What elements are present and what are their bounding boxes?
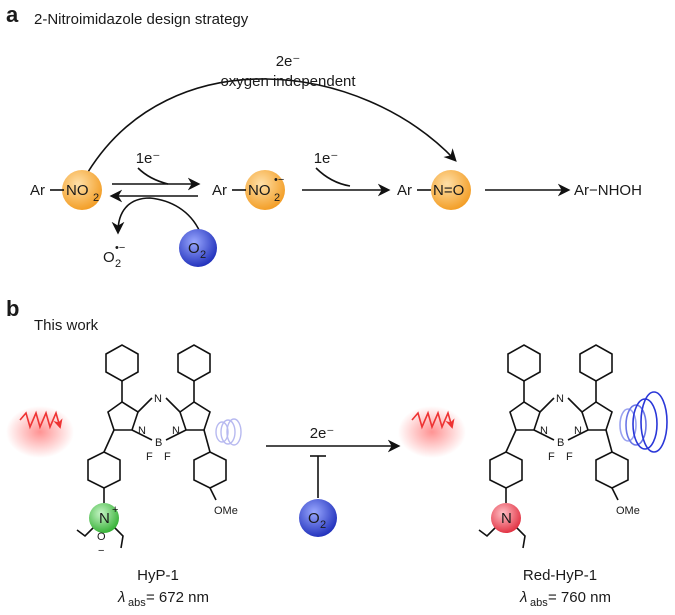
lambda-value-left: = 672 nm xyxy=(146,589,209,606)
nitroso-badge xyxy=(431,170,471,210)
lambda-value-right: = 760 nm xyxy=(548,589,611,606)
oxygen-independent-arrow xyxy=(87,78,457,173)
superoxide-sub: 2 xyxy=(115,258,121,270)
lambda-right: λ xyxy=(519,589,527,606)
phenyl-ring xyxy=(105,344,139,382)
electron-curve xyxy=(137,167,169,185)
n-oxide-n: N xyxy=(99,510,110,527)
lambda-sub-left: abs xyxy=(128,597,146,609)
aza-n-left: N xyxy=(154,393,162,405)
methoxy-right: OMe xyxy=(616,505,640,517)
oxygen-sub-b: 2 xyxy=(320,519,326,531)
excitation-light-right xyxy=(411,410,455,430)
lambda-sub-right: abs xyxy=(530,597,548,609)
panel-b-letter: b xyxy=(6,296,19,321)
strong-emission-icon xyxy=(619,391,668,453)
nitro-group: NO xyxy=(66,182,89,199)
hyp1-structure xyxy=(76,344,227,549)
oxygen-label-a: O xyxy=(188,240,200,257)
ar-label-3: Ar xyxy=(397,182,412,199)
fluorine-left-1: F xyxy=(146,451,153,463)
oxygen-badge xyxy=(179,229,217,267)
superoxide-sup: •− xyxy=(115,242,125,254)
fluorine-right-1: F xyxy=(548,451,555,463)
phenyl-ring xyxy=(87,451,121,489)
phenyl-ring xyxy=(177,344,211,382)
hyp1-name: HyP-1 xyxy=(137,567,179,584)
amine-n: N xyxy=(501,510,512,527)
pyrrole-n-right-2: N xyxy=(574,425,582,437)
nitroso-group: N=O xyxy=(433,182,464,199)
two-electron-label-b: 2e⁻ xyxy=(310,425,335,442)
excitation-glow-left xyxy=(6,406,74,458)
lambda-left: λ xyxy=(117,589,125,606)
nitro-badge xyxy=(62,170,102,210)
oxygen-curve xyxy=(111,197,201,235)
aza-n-right: N xyxy=(556,393,564,405)
two-electron-label: 2e⁻ xyxy=(276,53,301,70)
phenyl-ring xyxy=(193,451,227,489)
nitro-subscript: 2 xyxy=(93,192,99,204)
radical-badge xyxy=(245,170,285,210)
ar-label-2: Ar xyxy=(212,182,227,199)
methoxy-left: OMe xyxy=(214,505,238,517)
excitation-glow-right xyxy=(398,406,466,458)
oxygen-badge-b xyxy=(299,499,337,537)
red-hyp1-structure xyxy=(478,344,629,549)
electron-curve-2 xyxy=(315,167,351,187)
n-oxide-o: O xyxy=(97,531,106,543)
boron-left: B xyxy=(155,437,162,449)
boron-right: B xyxy=(557,437,564,449)
amine-badge xyxy=(491,503,521,533)
oxygen-sub-a: 2 xyxy=(200,249,206,261)
n-oxide-minus: − xyxy=(98,545,104,557)
panel-a-title: 2-Nitroimidazole design strategy xyxy=(34,11,249,28)
fluorine-left-2: F xyxy=(164,451,171,463)
n-oxide-plus: + xyxy=(112,504,118,516)
oxygen-label-b: O xyxy=(308,510,320,527)
panel-a-letter: a xyxy=(6,2,19,27)
one-electron-label-2: 1e⁻ xyxy=(314,150,339,167)
n-oxide-badge xyxy=(89,503,119,533)
one-electron-label-1: 1e⁻ xyxy=(136,150,161,167)
ar-label-1: Ar xyxy=(30,182,45,199)
pyrrole-n-left-2: N xyxy=(172,425,180,437)
fluorine-right-2: F xyxy=(566,451,573,463)
radical-sup: •− xyxy=(274,174,284,186)
pyrrole-n-left-1: N xyxy=(138,425,146,437)
radical-group: NO xyxy=(248,182,271,199)
excitation-light-left xyxy=(19,410,63,430)
superoxide: O xyxy=(103,249,115,266)
pyrrole-n-right-1: N xyxy=(540,425,548,437)
hydroxylamine: Ar−NHOH xyxy=(574,182,642,199)
panel-b-subtitle: This work xyxy=(34,317,99,334)
red-hyp1-name: Red-HyP-1 xyxy=(523,567,597,584)
weak-emission-icon xyxy=(215,418,242,446)
radical-sub: 2 xyxy=(274,192,280,204)
oxygen-independent-label: oxygen independent xyxy=(220,73,356,90)
